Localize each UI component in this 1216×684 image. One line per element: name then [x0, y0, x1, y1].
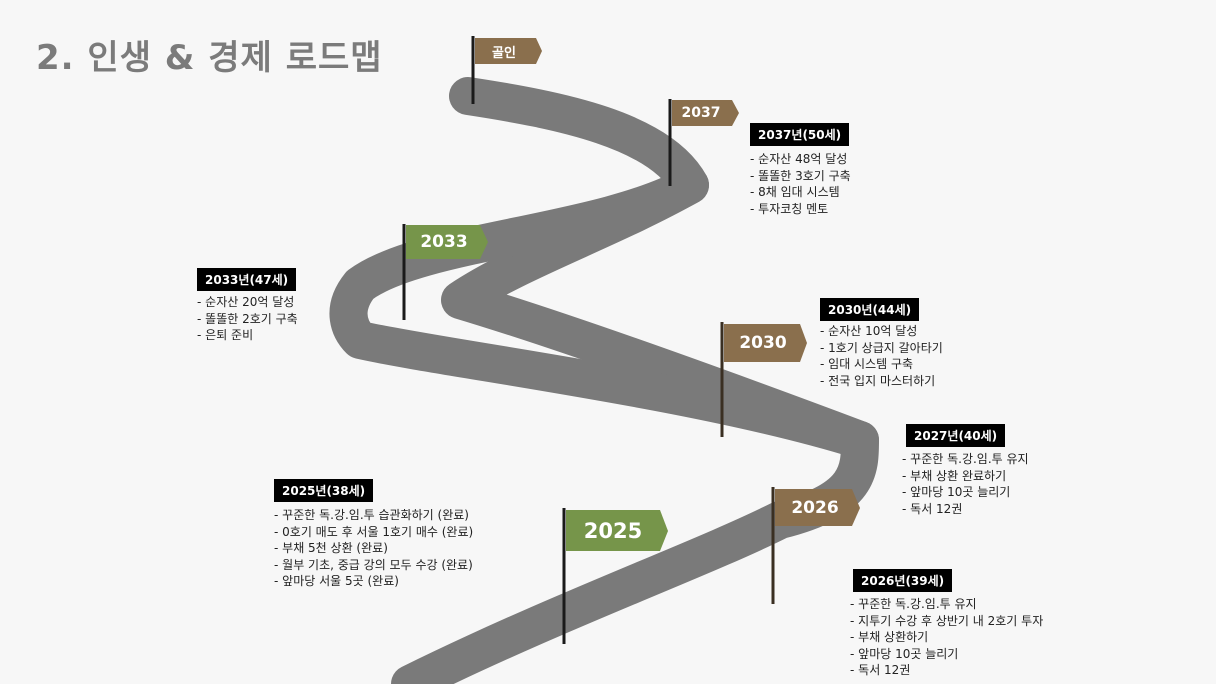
list-item: 0호기 매도 후 서울 1호기 매수 (완료) — [274, 524, 473, 541]
list-item: 부채 상환 완료하기 — [902, 468, 1029, 485]
milestone-2030-list: 순자산 10억 달성 1호기 상급지 갈아타기 임대 시스템 구축 전국 입지 … — [820, 323, 943, 389]
list-item: 부채 상환하기 — [850, 629, 1043, 646]
milestone-2025-tag: 2025년(38세) — [274, 479, 374, 502]
list-item: 꾸준한 독.강.임.투 유지 — [850, 596, 1043, 613]
milestone-2027-tag: 2027년(40세) — [906, 424, 1006, 447]
list-item: 전국 입지 마스터하기 — [820, 373, 943, 390]
list-item: 월부 기초, 중급 강의 모두 수강 (완료) — [274, 557, 473, 574]
milestone-2027-list: 꾸준한 독.강.임.투 유지 부채 상환 완료하기 앞마당 10곳 늘리기 독서… — [902, 451, 1029, 518]
list-item: 순자산 20억 달성 — [197, 294, 298, 311]
list-item: 똘똘한 3호기 구축 — [750, 168, 851, 185]
milestone-2037-list: 순자산 48억 달성 똘똘한 3호기 구축 8채 임대 시스템 투자코칭 멘토 — [750, 151, 851, 217]
list-item: 부채 5천 상환 (완료) — [274, 540, 473, 557]
list-item: 똘똘한 2호기 구축 — [197, 311, 298, 328]
list-item: 지투기 수강 후 상반기 내 2호기 투자 — [850, 613, 1043, 630]
milestone-2026-tag: 2026년(39세) — [853, 569, 953, 592]
goal-flag — [475, 38, 542, 64]
flag-2037-label: 2037 — [681, 105, 721, 121]
flag-2025-label: 2025 — [583, 518, 643, 543]
flag-2026 — [775, 489, 860, 526]
milestone-2025-list: 꾸준한 독.강.임.투 습관화하기 (완료) 0호기 매도 후 서울 1호기 매… — [274, 507, 473, 590]
list-item: 꾸준한 독.강.임.투 유지 — [902, 451, 1028, 468]
list-item: 8채 임대 시스템 — [750, 184, 851, 201]
page-title: 2. 인생 & 경제 로드맵 — [36, 38, 383, 78]
flag-2030 — [724, 324, 807, 362]
list-item: 독서 12권 — [850, 662, 1043, 679]
list-item: 임대 시스템 구축 — [820, 356, 943, 373]
milestone-2037-tag: 2037년(50세) — [750, 123, 850, 146]
flag-2030-label: 2030 — [739, 333, 787, 353]
flag-2025 — [566, 510, 668, 551]
list-item: 은퇴 준비 — [197, 327, 298, 344]
list-item: 투자코칭 멘토 — [750, 201, 851, 218]
goal-flag-label: 골인 — [492, 45, 516, 61]
road-upper-curve — [329, 166, 879, 459]
list-item: 앞마당 10곳 늘리기 — [902, 484, 1029, 501]
flag-2033 — [406, 225, 488, 259]
list-item: 1호기 상급지 갈아타기 — [820, 340, 943, 357]
flag-2026-label: 2026 — [791, 497, 839, 518]
list-item: 꾸준한 독.강.임.투 습관화하기 (완료) — [274, 507, 473, 524]
list-item: 독서 12권 — [902, 501, 1029, 518]
list-item: 앞마당 서울 5곳 (완료) — [274, 573, 473, 590]
milestone-2033-list: 순자산 20억 달성 똘똘한 2호기 구축 은퇴 준비 — [197, 294, 298, 344]
list-item: 순자산 48억 달성 — [750, 151, 851, 168]
flag-2033-label: 2033 — [420, 232, 468, 252]
list-item: 순자산 10억 달성 — [820, 323, 943, 340]
flag-2037 — [672, 100, 739, 126]
milestone-2026-list: 꾸준한 독.강.임.투 유지 지투기 수강 후 상반기 내 2호기 투자 부채 … — [850, 596, 1043, 679]
milestone-2030-tag: 2030년(44세) — [820, 298, 920, 321]
milestone-2033-tag: 2033년(47세) — [197, 268, 297, 291]
list-item: 앞마당 10곳 늘리기 — [850, 646, 1043, 663]
